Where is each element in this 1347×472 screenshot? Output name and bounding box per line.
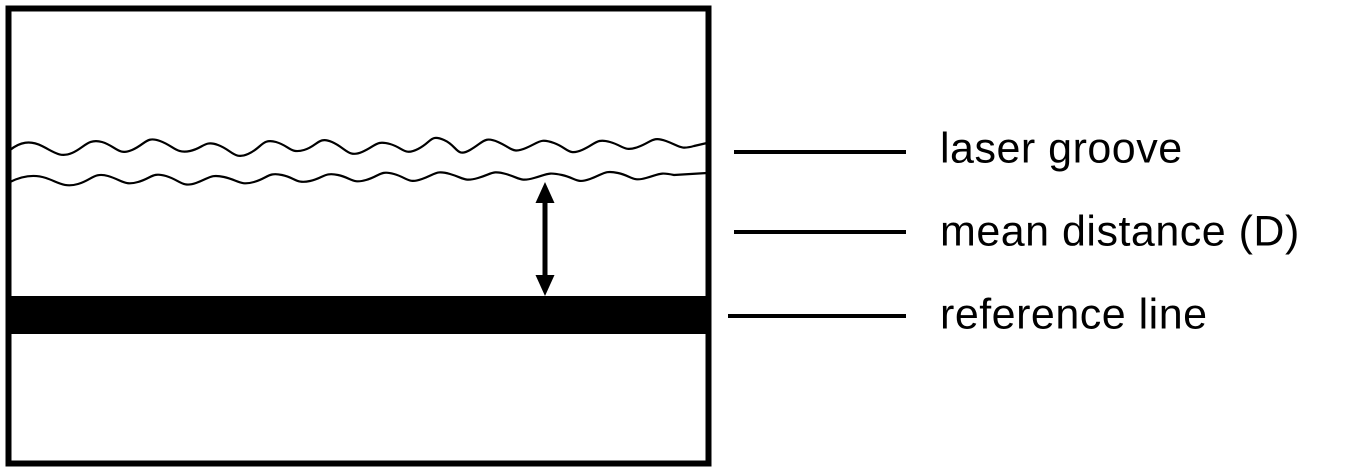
label-laser-groove: laser groove: [940, 124, 1183, 173]
arrow-head-down-icon: [535, 275, 555, 296]
laser-groove-upper-profile: [9, 136, 708, 157]
sample-box-outline: [5, 5, 712, 467]
arrow-head-up-icon: [535, 182, 555, 203]
mean-distance-double-arrow: [535, 182, 555, 296]
laser-groove-lower-profile: [9, 170, 708, 187]
label-mean-distance: mean distance (D): [940, 207, 1300, 256]
label-reference-line: reference line: [940, 290, 1208, 339]
reference-line-bar: [8, 296, 708, 334]
